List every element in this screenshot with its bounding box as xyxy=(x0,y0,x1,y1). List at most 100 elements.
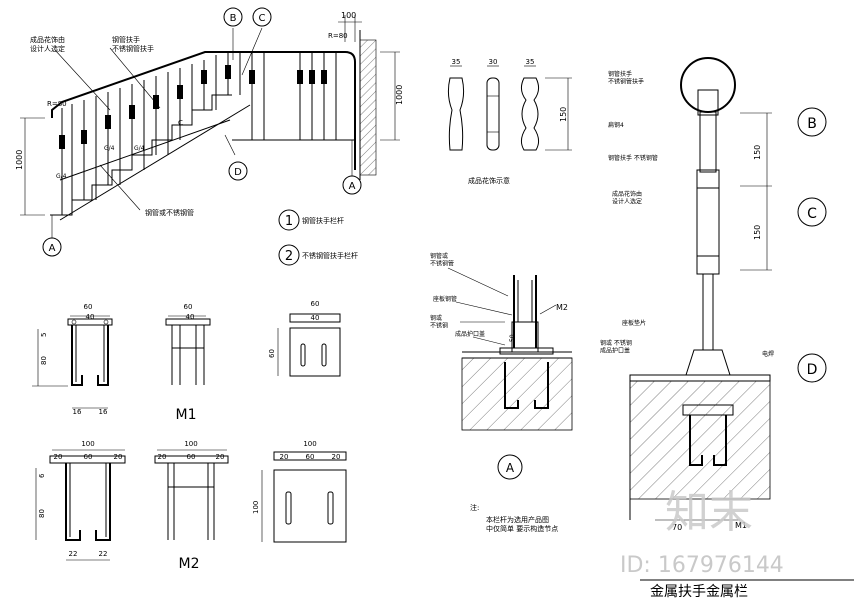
post-upper xyxy=(699,111,717,173)
baluster-ornament-samples: 35 30 35 150 成品花饰示意 xyxy=(447,58,572,185)
m2-dim-offset: 6 xyxy=(38,473,46,478)
m2-plate-sub-2: 60 xyxy=(306,453,315,461)
right-callout-d-label: D xyxy=(807,362,818,378)
drawing-title: 金属扶手金属栏 xyxy=(650,584,748,600)
callout-a-right-label: A xyxy=(349,181,356,192)
detail-a-callout xyxy=(497,454,523,480)
m2-dim-100: 100 xyxy=(81,440,94,448)
ornament-width-2: 30 xyxy=(489,58,498,66)
m1-plate-top: 60 xyxy=(311,300,320,308)
m1-plate-side: 60 xyxy=(268,349,276,358)
right-note-top: 钢管扶手不锈钢管扶手 xyxy=(608,70,644,86)
ornament-height: 150 xyxy=(559,107,568,122)
right-note-weld: 电焊 xyxy=(762,350,774,358)
right-dim-70: 70 xyxy=(672,523,682,532)
stair-slab xyxy=(59,104,251,221)
right-note-mid: 钢管扶手 不锈钢管 xyxy=(608,154,658,162)
bottom-rail xyxy=(59,119,231,181)
callout-b xyxy=(223,7,243,27)
note-baluster: 钢管或不锈钢管 xyxy=(145,208,194,217)
m2-plate xyxy=(273,469,347,543)
m1-dim-16a: 16 xyxy=(73,408,82,416)
callout-c-label: C xyxy=(259,13,266,24)
right-callout-d xyxy=(797,353,827,383)
m2-dim-22a: 22 xyxy=(69,550,78,558)
callout-a-right xyxy=(342,175,362,195)
legend-text-1: 钢管扶手栏杆 xyxy=(302,216,344,225)
callout-b-label: B xyxy=(230,13,237,24)
m1-dim-40: 40 xyxy=(86,313,95,321)
m2-dim-20a: 20 xyxy=(54,453,63,461)
footnote-label: 注: xyxy=(470,503,479,512)
m2-side-100: 100 xyxy=(184,440,197,448)
dim-g1: G/4 xyxy=(56,173,67,180)
legend-num-2: 2 xyxy=(285,249,293,264)
callout-c xyxy=(252,7,272,27)
legend-text-2: 不锈钢管扶手栏杆 xyxy=(302,251,358,260)
dim-g2: G/4 xyxy=(104,145,115,152)
m2-channel xyxy=(65,463,111,541)
dim-g3: G/4 xyxy=(134,145,145,152)
dim-gap-c: C xyxy=(178,119,183,127)
callout-d xyxy=(228,161,248,181)
stair-steps xyxy=(50,94,232,216)
ornament-2 xyxy=(486,77,500,151)
right-note-finish: 成品花饰由设计人选定 xyxy=(612,190,642,206)
m2-dim-side: 80 xyxy=(38,509,46,518)
note-finish-top: 成品花饰由设计人选定 xyxy=(30,35,65,53)
baluster-ornaments xyxy=(59,65,231,149)
handrail-tube xyxy=(680,57,736,113)
balusters-sloped xyxy=(61,52,241,215)
legend: 1 2 钢管扶手栏杆 不锈钢管扶手栏杆 xyxy=(278,209,358,266)
legend-circle-1 xyxy=(278,209,300,231)
m1-channel xyxy=(71,325,109,386)
base-collar xyxy=(685,349,731,376)
right-note-flat: 扁钢4 xyxy=(608,121,624,129)
m1-dim-side: 80 xyxy=(40,356,48,365)
post-middle xyxy=(696,187,720,257)
m2-detail: 100 20 60 20 80 6 22 22 100 20 60 20 M2 … xyxy=(35,440,347,572)
m2-side-20a: 20 xyxy=(158,453,167,461)
detail-a-base: 座板钢管 xyxy=(433,295,457,303)
m1-plate xyxy=(289,327,341,377)
legend-num-1: 1 xyxy=(285,214,293,229)
detail-a: A 钢管或不锈钢管 座板钢管 钢或不锈钢 成品护口盖 M2 50 注: 本栏杆为… xyxy=(430,252,573,533)
ornament-1 xyxy=(447,77,465,151)
ornament-caption: 成品花饰示意 xyxy=(468,176,510,185)
ornament-width-3: 35 xyxy=(526,58,535,66)
watermark: 知末 ID: 167976144 xyxy=(620,487,784,578)
right-callout-b-label: B xyxy=(807,116,817,132)
m1-detail: 60 40 80 5 16 16 60 40 M1 60 40 60 xyxy=(32,300,341,423)
detail-a-m2: M2 xyxy=(556,303,568,312)
dim-top-right: 100 xyxy=(341,11,356,20)
legend-circle-2 xyxy=(278,244,300,266)
handrail-end-right xyxy=(344,51,356,170)
right-note-steel: 钢或 不锈钢成品护口盖 xyxy=(600,339,632,355)
callout-a-left xyxy=(42,237,62,257)
m1-side-60: 60 xyxy=(184,303,193,311)
m1-label: M1 xyxy=(176,407,197,423)
note-handrail: 钢管扶手不锈钢管扶手 xyxy=(112,35,154,53)
m2-dim-20b: 20 xyxy=(114,453,123,461)
detail-a-cover: 钢或不锈钢 xyxy=(430,314,448,330)
m1-dim-offset: 5 xyxy=(40,333,48,337)
right-callout-b xyxy=(797,107,827,137)
m2-dim-22b: 22 xyxy=(99,550,108,558)
right-section-detail: 150 150 70 M1 B C D 钢管扶手不锈钢管扶手 扁钢4 钢管扶手 … xyxy=(600,57,827,532)
detail-a-label: A xyxy=(506,461,515,475)
right-dim-150a: 150 xyxy=(753,145,762,160)
footnote-text: 本栏杆为选用产品图中仅简单 要示构造节点 xyxy=(486,515,558,533)
right-dim-150b: 150 xyxy=(753,225,762,240)
right-m1: M1 xyxy=(735,521,747,530)
dim-radius-left: R=80 xyxy=(47,100,67,108)
right-callout-c xyxy=(797,197,827,227)
dim-height-left: 1000 xyxy=(15,150,24,170)
m2-plate-top: 100 xyxy=(303,440,316,448)
m1-plate-sub: 40 xyxy=(311,314,320,322)
detail-a-collar: 成品护口盖 xyxy=(455,330,485,338)
detail-a-concrete xyxy=(461,357,573,431)
stair-railing-elevation: B C D A A 成品花饰由设计人选定 钢管扶手不锈钢管扶手 钢管或不锈钢管 … xyxy=(15,7,404,257)
right-concrete xyxy=(629,380,771,500)
ornament-3 xyxy=(520,77,540,151)
